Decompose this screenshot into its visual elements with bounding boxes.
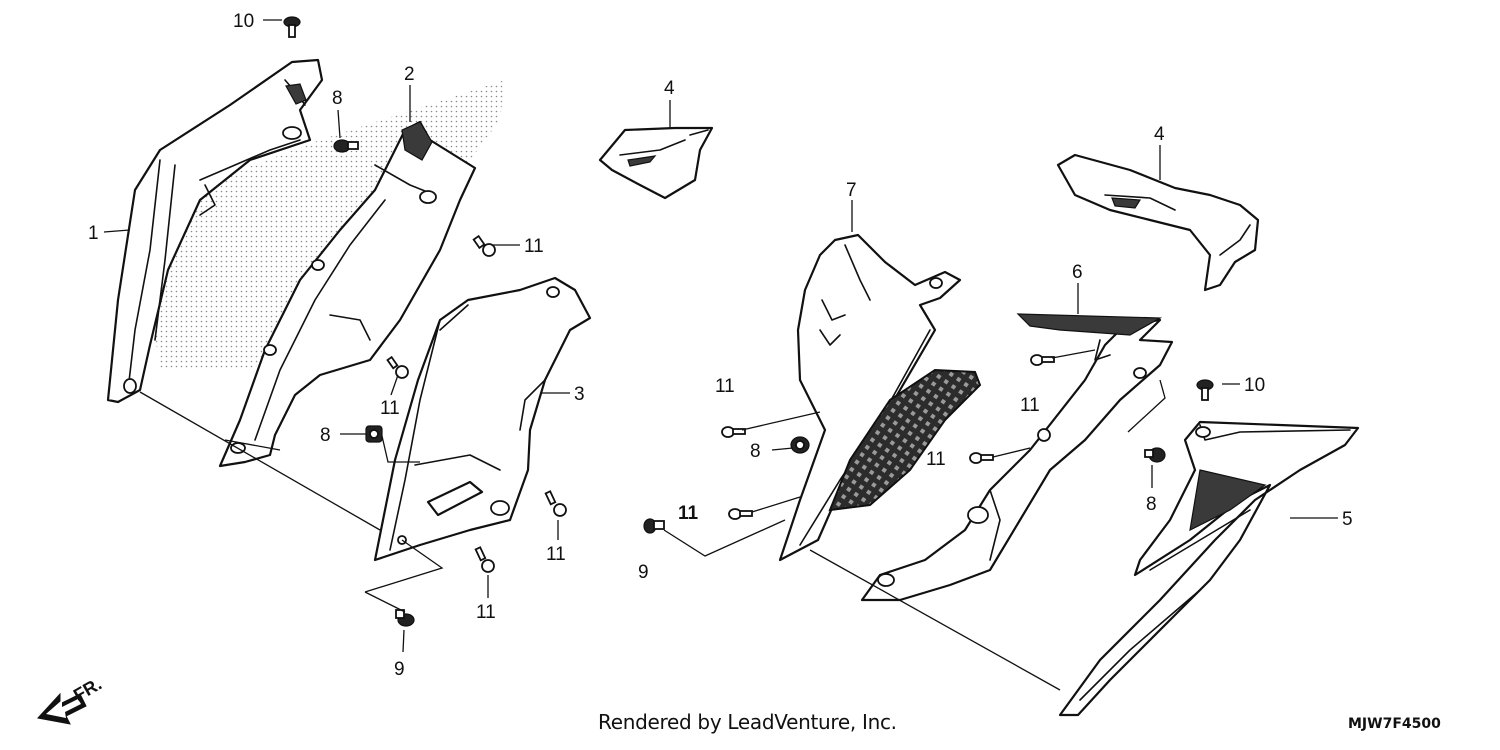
part-1-side-cowl: [106, 58, 324, 404]
fastener-11-c: [544, 490, 567, 517]
fastener-11-f: [728, 508, 753, 520]
part-4-inner-cover-left: [598, 126, 714, 200]
part-3-lower-panel: [373, 276, 592, 562]
callout-8-right: 8: [1146, 494, 1157, 515]
callout-5: 5: [1342, 509, 1353, 530]
fastener-11-g: [1030, 354, 1055, 366]
fastener-11-e: [721, 426, 746, 438]
fastener-11-a: [472, 234, 496, 257]
callout-9-right: 9: [638, 562, 649, 583]
front-direction-arrow: FR.: [37, 674, 105, 725]
callout-8-mid: 8: [750, 441, 761, 462]
fastener-10-right: [1196, 379, 1214, 401]
fastener-8-a: [333, 139, 359, 153]
fastener-11-h: [969, 452, 994, 464]
part-6-inner-bracket: [860, 313, 1174, 602]
callout-11-mid-6: 11: [926, 449, 946, 470]
callout-1: 1: [88, 223, 99, 244]
diagram-code: MJW7F4500: [1348, 716, 1441, 732]
part-7-front-panel: [778, 233, 962, 562]
callout-11-right-of-3: 11: [546, 544, 566, 565]
callout-10-left: 10: [233, 11, 254, 32]
fastener-9-right: [643, 518, 665, 534]
callout-8-left: 8: [320, 425, 331, 446]
callout-11-left-of-7: 11: [715, 376, 735, 397]
callout-11-below-3: 11: [476, 602, 496, 623]
fastener-9-left: [395, 609, 415, 627]
callout-11-bottom-of-7: 11: [678, 503, 699, 524]
callout-11-center: 11: [380, 398, 400, 419]
callout-4-right: 4: [1154, 124, 1165, 145]
part-5-side-cowl: [1058, 420, 1360, 717]
fastener-8-c: [790, 436, 810, 454]
part-2-inner-bracket: [218, 120, 477, 468]
callout-11-part-6: 11: [1020, 395, 1040, 416]
fastener-10-left: [283, 16, 301, 38]
part-4-inner-cover-right: [1056, 153, 1260, 292]
fastener-11-b: [386, 355, 409, 379]
callout-9-left: 9: [394, 659, 405, 680]
leader-lines: [103, 19, 1338, 691]
fastener-8-b: [365, 425, 383, 443]
callout-2: 2: [404, 64, 415, 85]
fastener-8-d: [1144, 447, 1166, 463]
callout-11-upper: 11: [524, 236, 544, 257]
fastener-11-d: [474, 546, 495, 573]
callout-10-right: 10: [1244, 375, 1265, 396]
callout-8-top: 8: [332, 88, 343, 109]
callout-3: 3: [574, 384, 585, 405]
callout-6: 6: [1072, 262, 1083, 283]
credit-text: Rendered by LeadVenture, Inc.: [598, 710, 897, 734]
mesh-grille: [828, 368, 982, 512]
callout-7: 7: [846, 180, 857, 201]
callout-4-left: 4: [664, 78, 675, 99]
